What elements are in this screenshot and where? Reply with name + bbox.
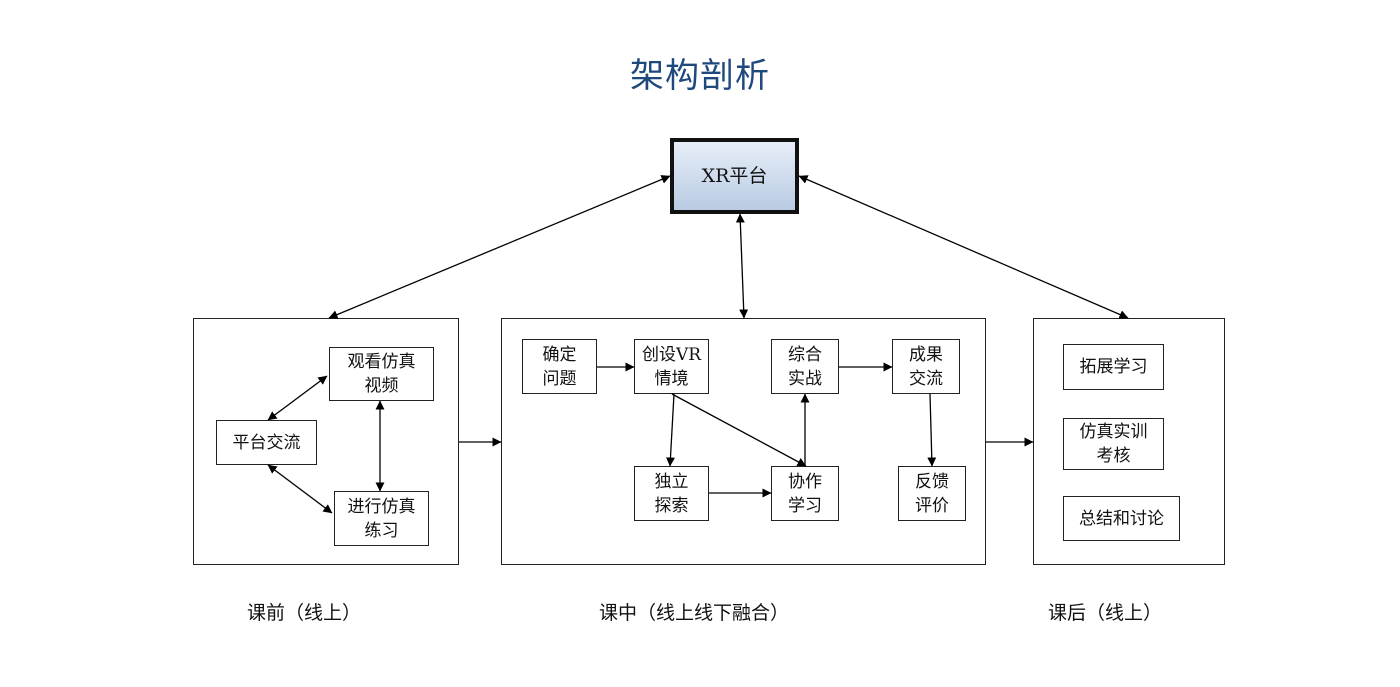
- node-independent-exploration[interactable]: 独立 探索: [634, 466, 709, 521]
- node-define-problem[interactable]: 确定 问题: [522, 339, 597, 394]
- diagram-title: 架构剖析: [630, 56, 770, 96]
- xr-platform-node[interactable]: XR平台: [670, 138, 799, 214]
- node-comprehensive-practice[interactable]: 综合 实战: [771, 339, 839, 394]
- node-result-sharing[interactable]: 成果 交流: [892, 339, 960, 394]
- in-class-caption: 课中（线上线下融合）: [599, 602, 790, 624]
- pre-class-caption: 课前（线上）: [247, 602, 362, 624]
- node-platform-communication[interactable]: 平台交流: [216, 420, 317, 465]
- arrow-xr-in-class: [735, 213, 749, 319]
- node-feedback-evaluation[interactable]: 反馈 评价: [898, 466, 966, 521]
- post-class-caption: 课后（线上）: [1048, 602, 1163, 624]
- arrow-xr-post-class: [798, 175, 1129, 319]
- arrow-xr-pre-class: [328, 175, 671, 319]
- node-watch-video[interactable]: 观看仿真 视频: [329, 347, 434, 401]
- xr-platform-label: XR平台: [701, 165, 768, 187]
- node-summary-discussion[interactable]: 总结和讨论: [1063, 496, 1180, 541]
- node-create-vr-scenario[interactable]: 创设VR 情境: [634, 339, 709, 394]
- node-simulation-assessment[interactable]: 仿真实训 考核: [1063, 418, 1164, 470]
- node-collaborative-learning[interactable]: 协作 学习: [771, 466, 839, 521]
- node-simulation-practice[interactable]: 进行仿真 练习: [334, 491, 429, 546]
- node-extended-learning[interactable]: 拓展学习: [1063, 344, 1164, 390]
